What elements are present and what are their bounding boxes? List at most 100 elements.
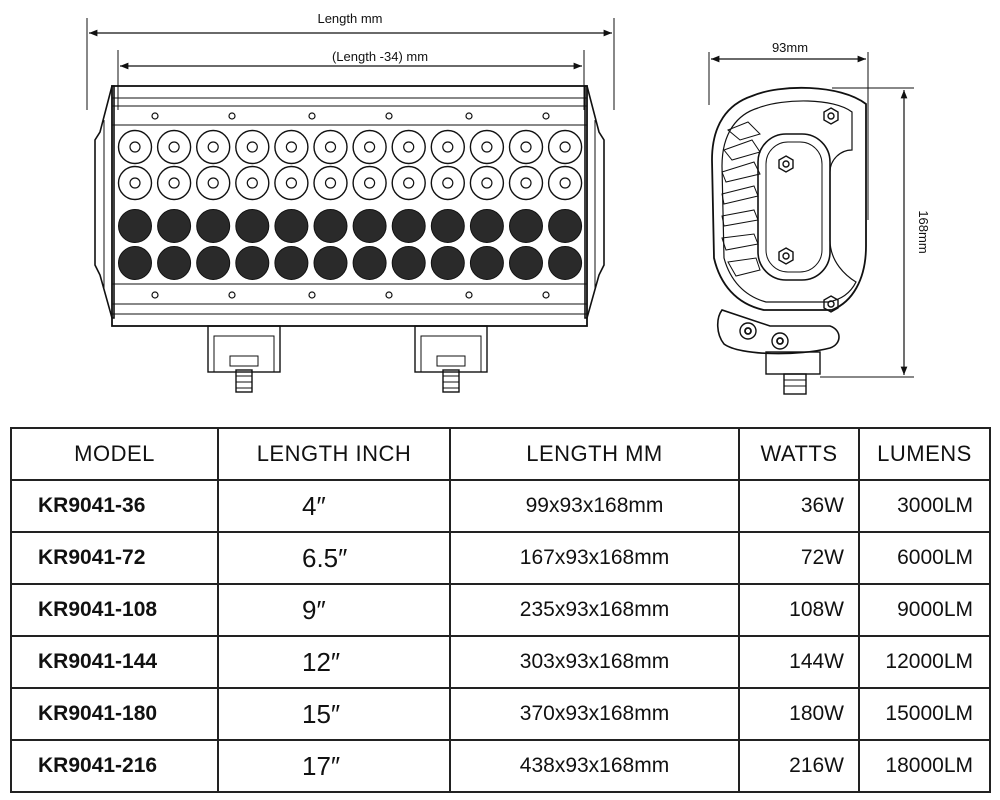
model-cell: KR9041-36 (10, 479, 219, 533)
led-emitter (246, 177, 258, 189)
watts-cell: 108W (738, 583, 860, 637)
led-lens-dark (391, 209, 426, 243)
led-emitter (520, 141, 532, 153)
led-emitter (481, 177, 493, 189)
watts-cell: 180W (738, 687, 860, 741)
led-reflector (313, 165, 348, 201)
led-emitter (246, 141, 258, 153)
model-cell: KR9041-144 (10, 635, 219, 689)
led-reflector (352, 165, 387, 201)
table-row: KR9041-216 17″ 438x93x168mm 216W 18000LM (10, 739, 991, 793)
table-row: KR9041-108 9″ 235x93x168mm 108W 9000LM (10, 583, 991, 637)
table-row: KR9041-72 6.5″ 167x93x168mm 72W 6000LM (10, 531, 991, 585)
led-emitter (285, 177, 297, 189)
model-cell: KR9041-216 (10, 739, 219, 793)
led-lens-dark (118, 209, 152, 243)
led-emitter (403, 141, 415, 153)
front-view (86, 18, 615, 393)
led-lens-dark (430, 246, 465, 280)
led-emitter (559, 141, 571, 153)
led-lens-dark (313, 209, 348, 243)
length-mm-cell: 438x93x168mm (449, 739, 740, 793)
inner-length-label: (Length -34) mm (332, 49, 428, 64)
led-lens-dark (313, 246, 348, 280)
length-inch-cell: 15″ (217, 687, 451, 741)
table-header-row: MODEL LENGTH INCH LENGTH MM WATTS LUMENS (10, 427, 991, 481)
led-reflector (195, 129, 231, 165)
bottom-screws (151, 291, 550, 299)
led-emitter (559, 177, 571, 189)
led-emitter (403, 177, 415, 189)
led-lens-dark (509, 209, 543, 243)
led-emitter (129, 177, 141, 189)
led-reflector (313, 129, 348, 165)
led-emitter (207, 177, 219, 189)
led-emitter (324, 177, 337, 189)
side-view (708, 52, 914, 395)
led-reflector (391, 165, 426, 201)
led-emitter (168, 141, 180, 153)
led-emitter (285, 141, 297, 153)
top-screws (151, 112, 550, 120)
table-row: KR9041-144 12″ 303x93x168mm 144W 12000LM (10, 635, 991, 689)
led-reflector (235, 165, 270, 201)
length-mm-cell: 167x93x168mm (449, 531, 740, 585)
led-grid (117, 129, 583, 280)
watts-cell: 144W (738, 635, 860, 689)
led-reflector (156, 165, 192, 201)
led-lens-dark (157, 246, 192, 280)
length-inch-cell: 4″ (217, 479, 451, 533)
led-lens-dark (430, 209, 465, 243)
length-inch-cell: 12″ (217, 635, 451, 689)
side-hex-bolts (778, 107, 839, 313)
table-row: KR9041-180 15″ 370x93x168mm 180W 15000LM (10, 687, 991, 741)
led-emitter (129, 141, 141, 153)
led-reflector (430, 129, 465, 165)
left-end-cap (94, 85, 115, 319)
header-watts: WATTS (738, 427, 860, 481)
led-reflector (117, 165, 153, 201)
model-cell: KR9041-108 (10, 583, 219, 637)
watts-cell: 36W (738, 479, 860, 533)
technical-drawing: Length mm (Length -34) mm (86, 11, 931, 395)
led-emitter (207, 141, 219, 153)
led-reflector (274, 129, 309, 165)
led-emitter (364, 177, 376, 189)
length-mm-cell: 235x93x168mm (449, 583, 740, 637)
led-emitter (442, 177, 454, 189)
watts-cell: 72W (738, 531, 860, 585)
led-reflector (274, 165, 309, 201)
lumens-cell: 12000LM (858, 635, 991, 689)
led-lens-dark (548, 246, 583, 280)
light-bar-housing (111, 85, 588, 327)
header-model: MODEL (10, 427, 219, 481)
led-lens-dark (352, 246, 387, 280)
length-inch-cell: 6.5″ (217, 531, 451, 585)
led-emitter (442, 141, 454, 153)
led-lens-dark (509, 246, 543, 280)
led-emitter (364, 141, 376, 153)
led-reflector (235, 129, 270, 165)
length-inch-cell: 9″ (217, 583, 451, 637)
lumens-cell: 15000LM (858, 687, 991, 741)
side-mount-bracket (716, 309, 840, 355)
table-row: KR9041-36 4″ 99x93x168mm 36W 3000LM (10, 479, 991, 533)
led-lens-dark (235, 209, 270, 243)
side-inner-panel (757, 133, 831, 281)
led-reflector (156, 129, 192, 165)
led-reflector (508, 165, 544, 201)
header-length-mm: LENGTH MM (449, 427, 740, 481)
lumens-cell: 6000LM (858, 531, 991, 585)
led-reflector (391, 129, 426, 165)
lumens-cell: 3000LM (858, 479, 991, 533)
length-mm-cell: 303x93x168mm (449, 635, 740, 689)
lumens-cell: 9000LM (858, 583, 991, 637)
led-reflector (117, 129, 153, 165)
led-reflector (430, 165, 465, 201)
led-reflector (469, 129, 505, 165)
led-lens-dark (274, 246, 309, 280)
right-end-cap (584, 85, 605, 319)
led-emitter (481, 141, 493, 153)
led-reflector (195, 165, 231, 201)
right-mount-bracket (414, 325, 488, 393)
